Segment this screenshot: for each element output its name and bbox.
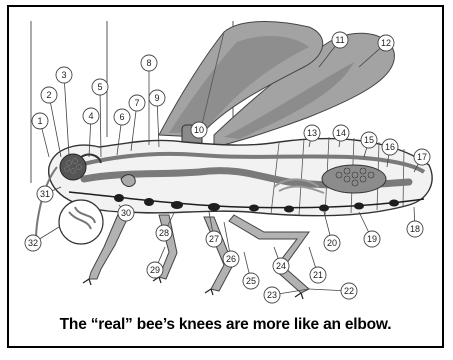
callout-number: 20 (327, 238, 337, 248)
callout-number: 28 (159, 228, 169, 238)
callout-31: 31 (37, 186, 61, 202)
callout-number: 16 (385, 142, 395, 152)
callout-number: 6 (119, 112, 124, 122)
callout-number: 19 (367, 234, 377, 244)
callout-number: 2 (46, 90, 51, 100)
callout-number: 12 (381, 38, 391, 48)
compound-eye (60, 154, 86, 180)
callout-leader-line (49, 95, 61, 157)
callout-number: 8 (146, 58, 151, 68)
callout-number: 14 (336, 128, 346, 138)
callout-number: 5 (97, 82, 102, 92)
callout-leader-line (64, 75, 69, 155)
callout-number: 31 (40, 189, 50, 199)
callout-number: 22 (344, 286, 354, 296)
callout-number: 17 (417, 152, 427, 162)
callout-1: 1 (32, 113, 49, 157)
callout-number: 15 (364, 135, 374, 145)
figure-caption: The “real” bee’s knees are more like an … (9, 316, 442, 334)
callout-24: 24 (273, 247, 289, 274)
callout-number: 21 (313, 270, 323, 280)
callout-number: 10 (194, 125, 204, 135)
callout-10: 10 (191, 122, 207, 138)
callout-number: 24 (276, 261, 286, 271)
callout-number: 3 (61, 70, 66, 80)
callout-number: 4 (88, 111, 93, 121)
callout-number: 1 (37, 116, 42, 126)
ovary (322, 165, 386, 193)
callout-number: 26 (226, 254, 236, 264)
callout-18: 18 (407, 207, 423, 237)
callout-number: 30 (121, 208, 131, 218)
callout-20: 20 (324, 212, 340, 251)
callout-19: 19 (359, 212, 380, 247)
callout-21: 21 (309, 247, 326, 283)
callout-number: 27 (209, 234, 219, 244)
callout-22: 22 (309, 283, 357, 299)
callout-number: 9 (154, 93, 159, 103)
callout-number: 25 (246, 276, 256, 286)
callout-number: 23 (267, 290, 277, 300)
callout-25: 25 (243, 252, 259, 289)
callout-9: 9 (149, 90, 165, 147)
callout-number: 13 (307, 128, 317, 138)
mouthparts-inset (59, 200, 103, 244)
callout-number: 18 (410, 224, 420, 234)
callout-32: 32 (25, 227, 59, 251)
callout-number: 29 (150, 265, 160, 275)
callout-number: 11 (335, 35, 344, 45)
callout-number: 7 (134, 98, 139, 108)
callout-number: 32 (28, 238, 38, 248)
callout-30: 30 (118, 205, 134, 221)
callout-29: 29 (147, 247, 165, 278)
